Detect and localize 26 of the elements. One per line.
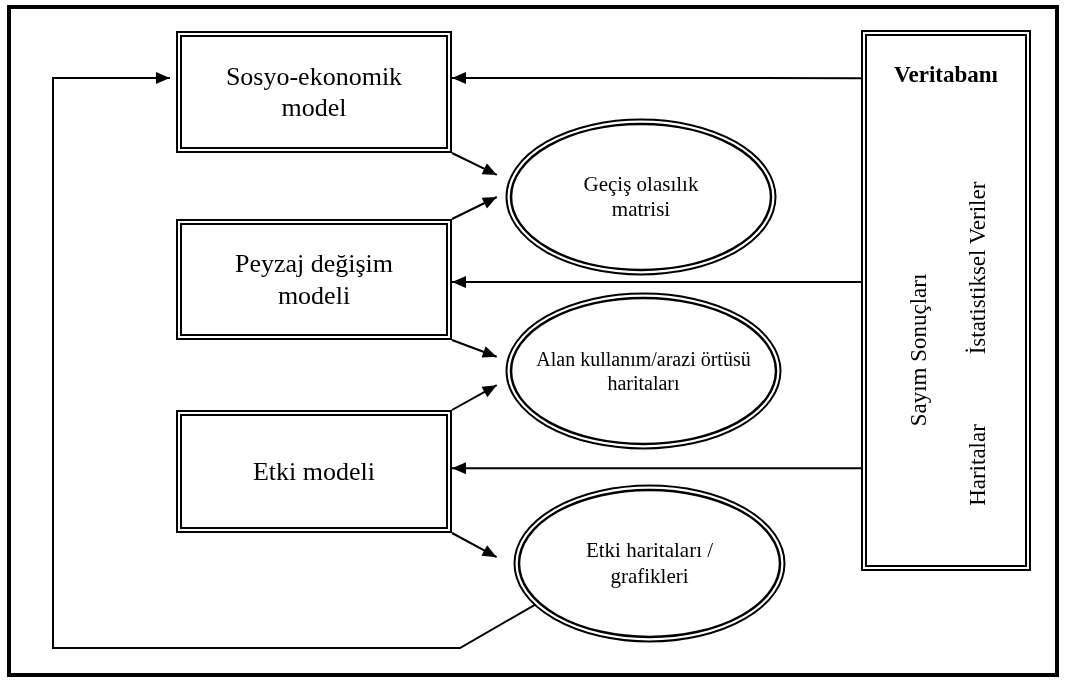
data-source-label: Sayım Sonuçları bbox=[906, 273, 930, 427]
data-source-label: Haritalar bbox=[965, 424, 989, 506]
arrow bbox=[451, 72, 862, 84]
arrow bbox=[52, 71, 536, 649]
arrow bbox=[451, 152, 498, 176]
data-source-label: İstatistiksel Veriler bbox=[965, 181, 989, 355]
arrow bbox=[451, 532, 498, 559]
database-title: Veritabanı bbox=[894, 62, 998, 86]
arrow bbox=[451, 276, 862, 289]
arrow bbox=[451, 462, 862, 475]
node-label: Sosyo-ekonomik model bbox=[224, 60, 404, 124]
process-box bbox=[176, 410, 452, 533]
node-label: Peyzaj değişim modeli bbox=[233, 248, 395, 311]
arrow bbox=[451, 384, 498, 411]
node-label: Alan kullanım/arazi örtüsü haritaları bbox=[535, 347, 752, 395]
process-box bbox=[176, 31, 452, 153]
output-ellipse bbox=[513, 484, 786, 643]
database-box bbox=[861, 30, 1031, 571]
arrow bbox=[451, 196, 498, 220]
output-ellipse bbox=[505, 118, 777, 276]
node-label: Etki haritaları / grafikleri bbox=[584, 538, 715, 589]
process-box bbox=[176, 219, 452, 340]
output-ellipse bbox=[505, 292, 782, 450]
arrow bbox=[451, 339, 498, 358]
node-label: Geçiş olasılık matrisi bbox=[582, 171, 700, 223]
node-label: Etki modeli bbox=[252, 455, 375, 488]
